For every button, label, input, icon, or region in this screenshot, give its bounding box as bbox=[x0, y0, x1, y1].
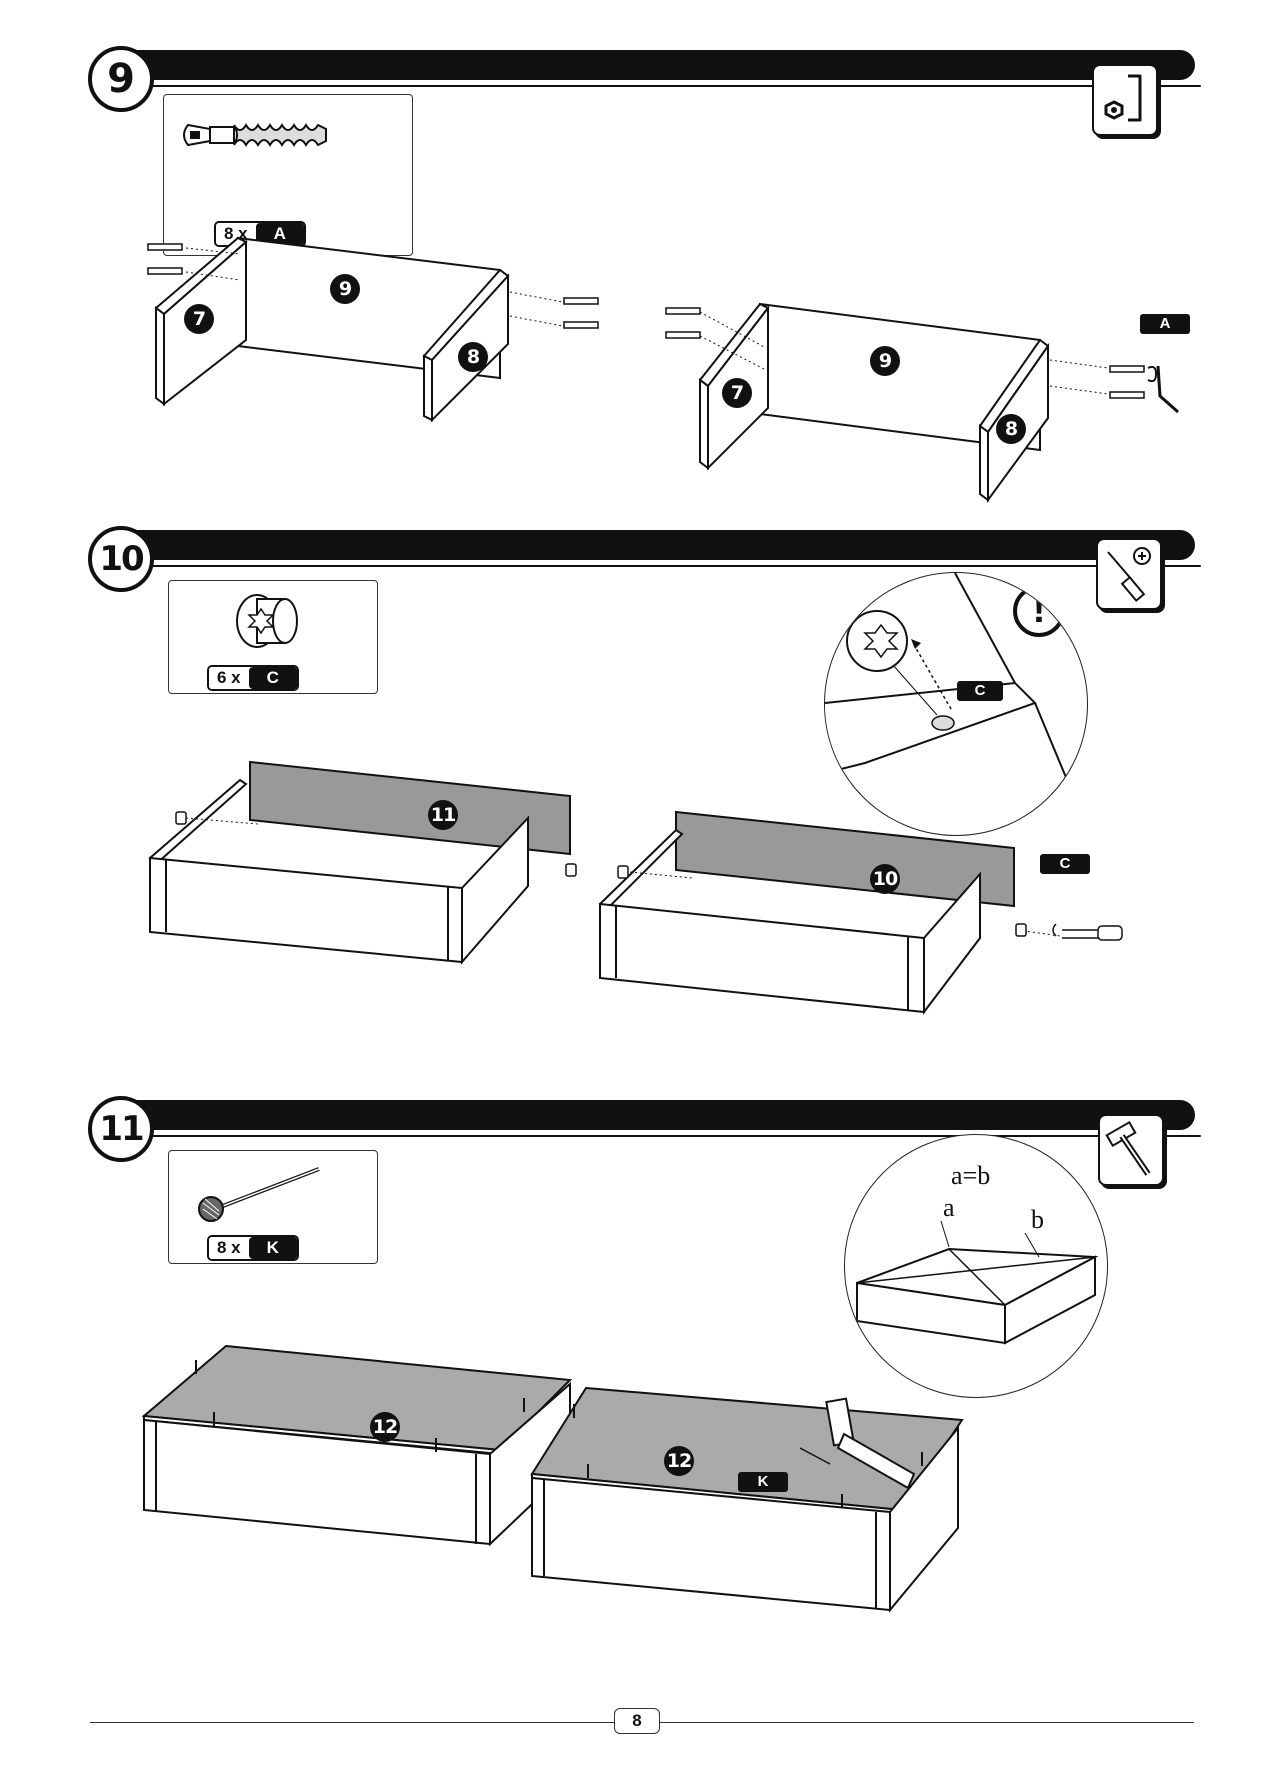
panel-label-right-bottom: 12 bbox=[664, 1446, 694, 1476]
step-number: 10 bbox=[88, 526, 154, 592]
step-10: 10 6 x C bbox=[0, 526, 1270, 1068]
tool-box bbox=[1092, 64, 1158, 136]
step-header-bar bbox=[125, 530, 1201, 567]
tool-box bbox=[1098, 1114, 1164, 1186]
quantity-label: 8 x K bbox=[207, 1235, 299, 1261]
diagonal-b-label: b bbox=[1031, 1205, 1044, 1234]
step-11: 11 8 x K a=b a b bbox=[0, 1096, 1270, 1658]
panel-label-left-back: 11 bbox=[428, 800, 458, 830]
warning-icon: ! bbox=[1032, 587, 1046, 631]
part-letter: A bbox=[255, 223, 304, 245]
panel-label-back: 9 bbox=[330, 274, 360, 304]
diagonal-check-drawing bbox=[856, 1220, 1099, 1345]
quantity-count: 6 x bbox=[209, 667, 249, 689]
step-header-bar bbox=[125, 1100, 1201, 1137]
cam-lock-icon bbox=[236, 594, 298, 648]
callout-letter: K bbox=[738, 1472, 788, 1492]
step-header-bar bbox=[125, 50, 1201, 87]
step-number: 9 bbox=[88, 46, 154, 112]
part-letter: C bbox=[248, 667, 297, 689]
panel-label-left: 7 bbox=[184, 304, 214, 334]
tool-box bbox=[1096, 538, 1162, 610]
cam-lock-detail-drawing bbox=[825, 573, 1086, 824]
step-9: 9 8 x A bbox=[0, 46, 1270, 508]
panel-label-left: 7 bbox=[722, 378, 752, 408]
nail-icon bbox=[198, 1167, 320, 1222]
footer-rule-left bbox=[90, 1722, 614, 1723]
quantity-label: 6 x C bbox=[207, 665, 299, 691]
hex-key-icon bbox=[1104, 74, 1142, 122]
hammer-icon bbox=[1105, 1120, 1151, 1176]
panel-label-right: 8 bbox=[458, 342, 488, 372]
cam-bolt-icon bbox=[183, 123, 327, 147]
panel-label-right-back: 10 bbox=[870, 864, 900, 894]
panel-label-right: 8 bbox=[996, 414, 1026, 444]
cam-lock-detail-circle: ! C bbox=[824, 572, 1088, 836]
hardware-box: 8 x A bbox=[163, 94, 413, 256]
detail-letter: C bbox=[957, 681, 1003, 701]
callout-letter: A bbox=[1140, 314, 1190, 334]
step-number: 11 bbox=[88, 1096, 154, 1162]
part-letter: K bbox=[248, 1237, 297, 1259]
diagonal-check-detail-circle: a=b a b bbox=[844, 1134, 1108, 1398]
page-number: 8 bbox=[614, 1708, 660, 1734]
equation-label: a=b bbox=[951, 1161, 991, 1190]
quantity-label: 8 x A bbox=[214, 221, 306, 247]
drawer-frame-exploded bbox=[147, 236, 599, 423]
panel-label-left-bottom: 12 bbox=[370, 1412, 400, 1442]
footer-rule-right bbox=[658, 1722, 1194, 1723]
panel-label-back: 9 bbox=[870, 346, 900, 376]
diagonal-a-label: a bbox=[943, 1193, 955, 1222]
hardware-box: 6 x C bbox=[168, 580, 378, 694]
callout-letter: C bbox=[1040, 854, 1090, 874]
hardware-box: 8 x K bbox=[168, 1150, 378, 1264]
screwdriver-icon bbox=[1107, 547, 1151, 603]
quantity-count: 8 x bbox=[209, 1237, 249, 1259]
